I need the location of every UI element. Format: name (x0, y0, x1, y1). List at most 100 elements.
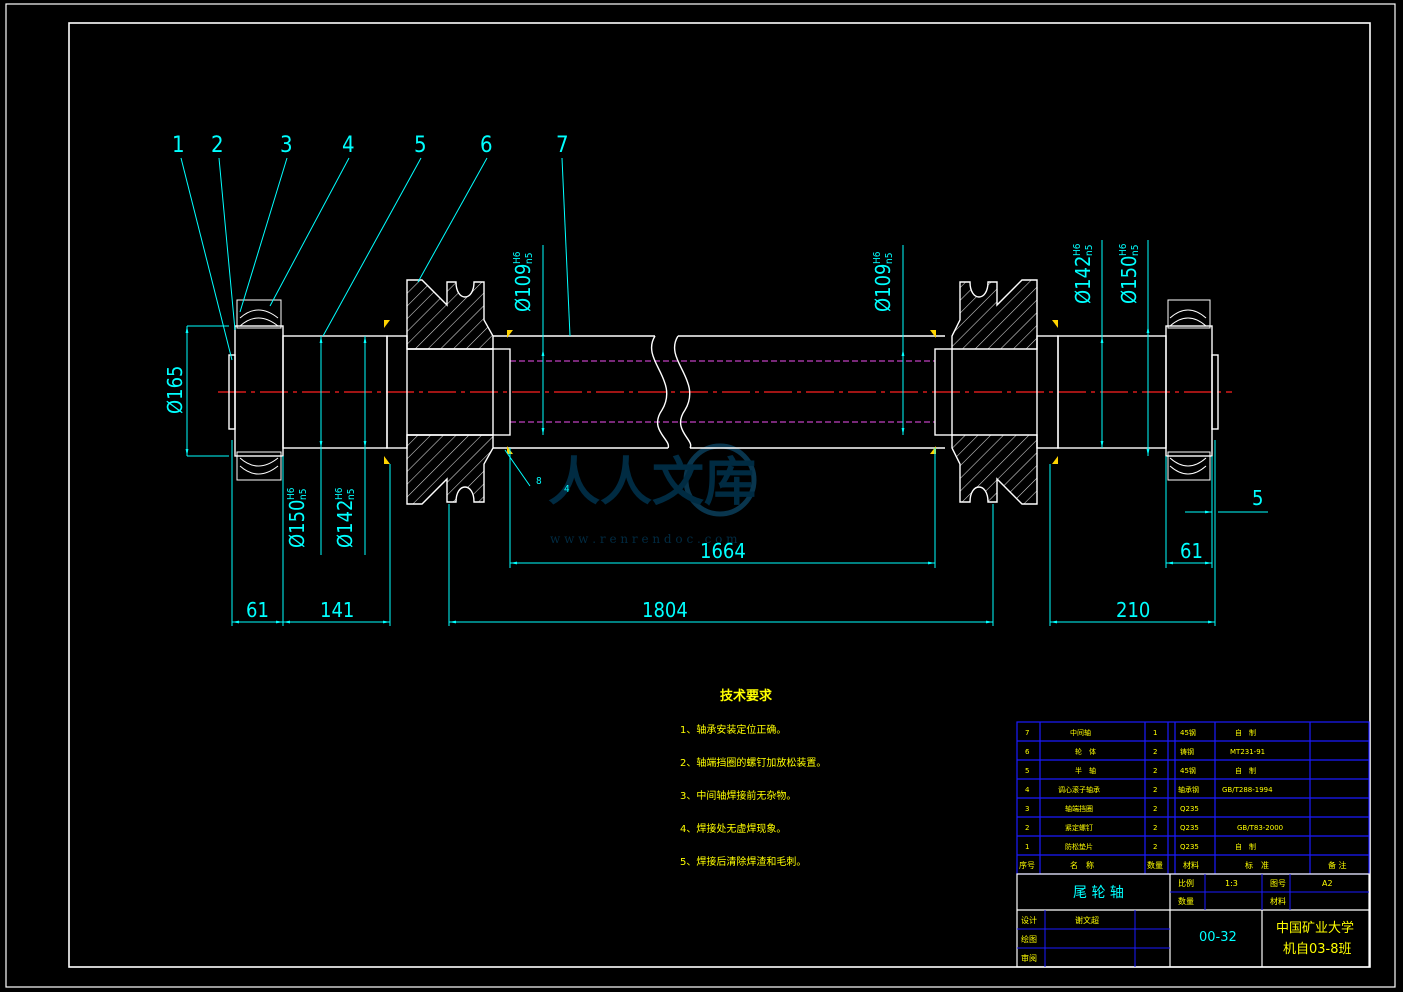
bom-name: 轮 体 (1075, 747, 1096, 756)
dim-d150-right: Ø150 (1117, 256, 1141, 305)
dim-len-1804: 1804 (642, 598, 688, 622)
bearing-rollers (236, 299, 1211, 481)
watermark-url: w w w . r e n r e n d o c . c o m (550, 532, 738, 546)
dim-len-61-left: 61 (246, 598, 269, 622)
weld-symbol-8: 8 (536, 476, 542, 487)
dim-d150-left: Ø150 (285, 500, 309, 549)
dimension-text-group: Ø165 Ø150 H6 n5 Ø142 H6 n5 Ø109 H6 n5 Ø1… (163, 243, 1263, 622)
dim-d142-right-fit-top: H6 (1072, 243, 1083, 256)
scale-value: 1:3 (1225, 879, 1238, 888)
bom-mat: Q235 (1180, 824, 1199, 832)
shoulder-left (386, 335, 408, 449)
titleblock-subgrid (1017, 874, 1369, 967)
bom-std: 自 制 (1235, 766, 1256, 775)
bom-mat: Q235 (1180, 805, 1199, 813)
end-plate-right (1211, 354, 1219, 430)
drawing-no-value: A2 (1322, 879, 1333, 888)
part-leaders (180, 157, 571, 487)
outer-border (5, 3, 1396, 988)
drawing-no-label: 图号 (1270, 879, 1286, 888)
dim-d109-right-fit-bot: n5 (884, 253, 895, 264)
bom-name: 半 轴 (1075, 766, 1096, 775)
part-label-group: 1 2 3 4 5 6 7 (172, 133, 569, 158)
titleblock: 尾 轮 轴 比例 1:3 图号 A2 数量 材料 设计 谢文超 绘图 审阅 00… (1021, 878, 1354, 963)
drawing-code: 00-32 (1199, 930, 1237, 945)
dim-d150-left-fit-bot: n5 (298, 489, 309, 500)
part-label-5: 5 (414, 133, 427, 158)
qty-label: 数量 (1178, 896, 1194, 906)
tech-item-5: 5、焊接后清除焊渣和毛刺。 (680, 855, 806, 868)
weld-marks (384, 320, 1058, 464)
bom-row: 6 轮 体 2 铸钢 MT231-91 (1025, 747, 1265, 756)
material-label: 材料 (1270, 896, 1286, 906)
dim-d142-right-fit-bot: n5 (1084, 245, 1095, 256)
dim-d142-right: Ø142 (1071, 256, 1095, 305)
dim-d150-right-fit-top: H6 (1118, 243, 1129, 256)
bom-std: 自 制 (1235, 728, 1256, 737)
part-label-6: 6 (480, 133, 493, 158)
bom-header-note: 备 注 (1328, 860, 1347, 870)
bom-std: 自 制 (1235, 842, 1256, 851)
bom-no: 5 (1025, 767, 1029, 775)
wheel-hub-left (406, 279, 494, 505)
design-label: 设计 (1021, 915, 1037, 925)
bom-name: 紧定螺钉 (1065, 823, 1093, 832)
dim-d142-left: Ø142 (333, 500, 357, 549)
bom-std: MT231-91 (1230, 748, 1265, 756)
bom-header: 序号 名 称 数量 材料 标 准 备 注 (1019, 860, 1347, 870)
dim-d150-right-fit-bot: n5 (1130, 245, 1141, 256)
bom-row: 5 半 轴 2 45钢 自 制 (1025, 766, 1256, 775)
dim-len-141: 141 (320, 598, 354, 622)
dim-d109-right: Ø109 (871, 264, 895, 313)
tech-item-4: 4、焊接处无虚焊现象。 (680, 822, 786, 835)
dim-d109-left-fit-bot: n5 (524, 253, 535, 264)
dim-d109-right-fit-top: H6 (872, 251, 883, 264)
dim-d109-left-fit-top: H6 (512, 251, 523, 264)
bom-std: GB/T83-2000 (1237, 824, 1283, 832)
part-label-4: 4 (342, 133, 355, 158)
bom-mat: 轴承钢 (1178, 785, 1199, 794)
bom-header-name: 名 称 (1070, 860, 1094, 870)
dim-d150-left-fit-top: H6 (286, 487, 297, 500)
part-name: 尾 轮 轴 (1073, 885, 1124, 901)
bom-row: 7 中间轴 1 45钢 自 制 (1025, 728, 1256, 737)
check-label: 审阅 (1021, 953, 1037, 963)
bom-qty: 2 (1153, 824, 1157, 832)
bom-header-mat: 材料 (1183, 860, 1199, 870)
bom-qty: 2 (1153, 843, 1157, 851)
break-line-left (650, 335, 670, 449)
designer-name: 谢文超 (1075, 915, 1099, 925)
bom-row: 3 轴端挡圈 2 Q235 (1025, 804, 1199, 813)
bom-qty: 2 (1153, 767, 1157, 775)
bom-no: 2 (1025, 824, 1029, 832)
dim-len-61-right: 61 (1180, 539, 1203, 563)
bom-qty: 2 (1153, 748, 1157, 756)
shaft-assembly (228, 325, 1219, 457)
bom-no: 1 (1025, 843, 1029, 851)
dim-d142-left-fit-bot: n5 (346, 489, 357, 500)
scale-label: 比例 (1178, 878, 1194, 888)
bearing-right-ring (1165, 325, 1213, 457)
bom-name: 防松垫片 (1065, 842, 1093, 851)
bom-qty: 2 (1153, 786, 1157, 794)
bom-qty: 1 (1153, 729, 1157, 737)
dim-len-210: 210 (1116, 598, 1150, 622)
bom-row: 2 紧定螺钉 2 Q235 GB/T83-2000 (1025, 823, 1283, 832)
dim-d165: Ø165 (163, 366, 187, 415)
bom-header-qty: 数量 (1147, 860, 1163, 870)
draw-label: 绘图 (1021, 934, 1037, 944)
bom-qty: 2 (1153, 805, 1157, 813)
bearing-left-ring (234, 325, 284, 457)
bom-name: 调心滚子轴承 (1058, 785, 1100, 794)
bom-header-no: 序号 (1019, 860, 1035, 870)
titleblock-grid (1016, 873, 1370, 968)
watermark-text: 人人文库 (548, 452, 756, 513)
tech-requirements: 技术要求 1、轴承安装定位正确。 2、轴端挡圈的螺钉加放松装置。 3、中间轴焊接… (680, 688, 826, 868)
dim-len-5: 5 (1252, 486, 1263, 510)
tech-item-1: 1、轴承安装定位正确。 (680, 723, 786, 736)
weld-symbol-4: 4 (564, 484, 570, 495)
bom-mat: Q235 (1180, 843, 1199, 851)
bom-name: 轴端挡圈 (1065, 804, 1093, 813)
school-name: 中国矿业大学 (1276, 920, 1354, 936)
